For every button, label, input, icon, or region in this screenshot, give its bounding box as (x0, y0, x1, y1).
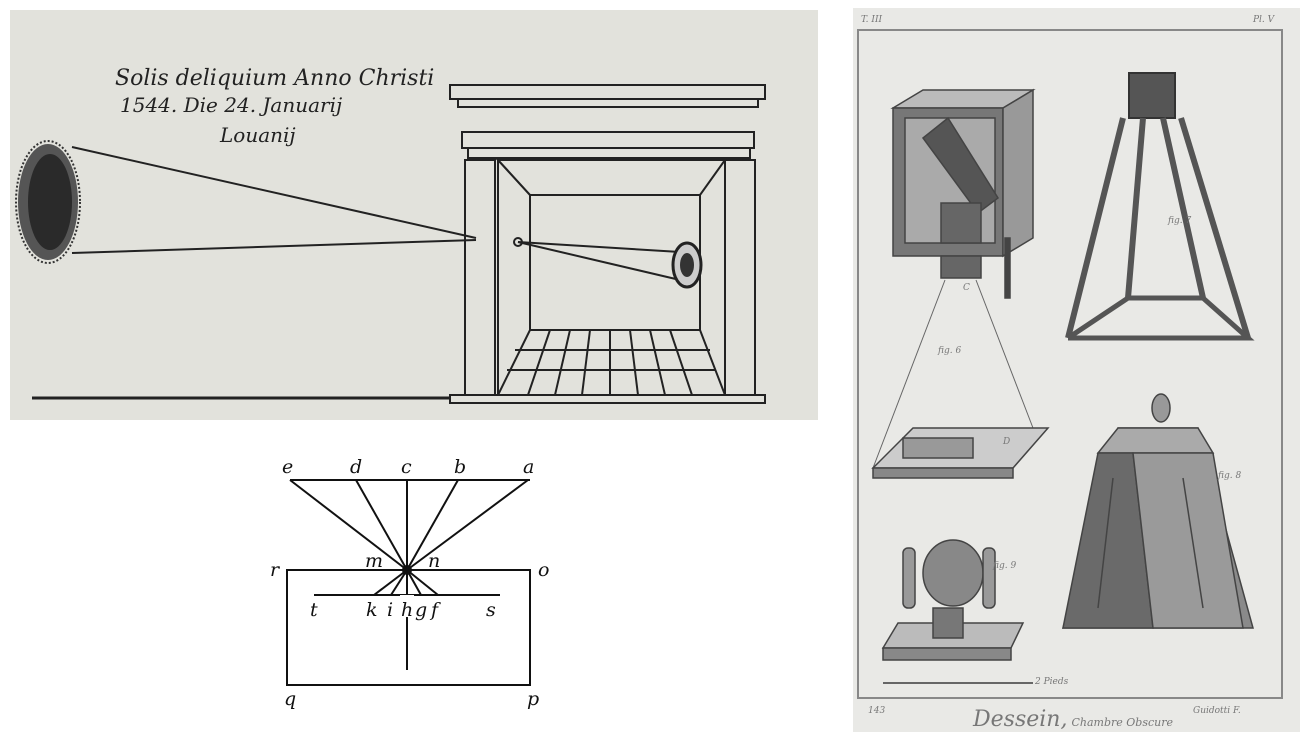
eclipsed-sun (15, 140, 81, 264)
light-rays (71, 146, 681, 281)
plate-title: Dessein, Chambre Obscure (972, 707, 1173, 732)
projected-sun-image (671, 241, 703, 289)
tome-label: T. III (861, 15, 883, 25)
label-m: m (365, 550, 383, 572)
plate-number: Pl. V (1252, 15, 1276, 25)
ray-geometry-diagram: e d c b a m n r o q p t k i h g f s (250, 440, 570, 730)
label-n: n (428, 550, 440, 572)
fig7-frame-stand (1065, 72, 1255, 341)
inscription-line-2: 1544. Die 24. Januarij (120, 93, 342, 117)
scale-label: 2 Pieds (1034, 677, 1069, 687)
fig9-label: fig. 9 (992, 561, 1016, 571)
plate-title-main: Dessein, (972, 707, 1067, 732)
label-c: c (401, 456, 412, 478)
letter-c: C (963, 283, 970, 293)
label-k: k (366, 599, 378, 621)
label-e: e (282, 456, 293, 478)
label-t: t (310, 599, 318, 621)
fig6-label: fig. 6 (937, 346, 961, 356)
label-r: r (270, 559, 281, 581)
letter-d: D (1002, 437, 1010, 447)
fig6-box-camera (871, 88, 1050, 479)
label-i: i (387, 599, 393, 621)
fig8-label: fig. 8 (1217, 471, 1241, 481)
label-b: b (454, 456, 466, 478)
label-q: q (284, 688, 296, 710)
label-p: p (527, 688, 539, 710)
fig8-tent-camera (1062, 393, 1254, 629)
fig7-label: fig. 7 (1167, 216, 1191, 226)
page-number: 143 (868, 706, 885, 716)
label-a: a (523, 456, 534, 478)
label-f: f (429, 599, 441, 621)
label-o: o (538, 559, 549, 581)
plate-title-sub: Chambre Obscure (1071, 716, 1173, 729)
label-s: s (486, 599, 496, 621)
label-h: h (401, 599, 413, 621)
label-d: d (350, 456, 362, 478)
engraver-credit: Guidotti F. (1193, 706, 1241, 716)
encyclopedie-plate: T. III Pl. V C fig. 6 D (853, 8, 1300, 732)
inscription-line-1: Solis deliquium Anno Christi (115, 66, 434, 91)
label-g: g (415, 599, 427, 621)
fig9-mirror-stand (881, 539, 1033, 684)
dark-room-building (449, 84, 766, 404)
woodcut-eclipse-illustration: Solis deliquium Anno Christi 1544. Die 2… (10, 10, 818, 420)
inscription-line-3: Louanij (219, 123, 296, 147)
